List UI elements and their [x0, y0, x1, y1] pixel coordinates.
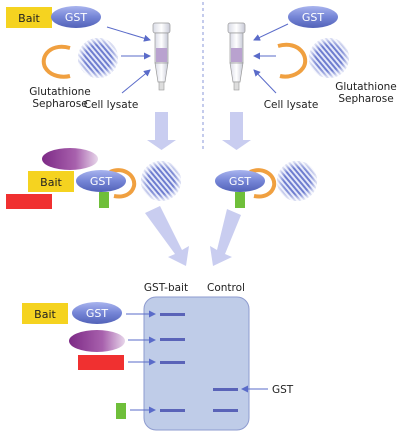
green-protein — [116, 403, 126, 419]
gst-tag-label: GST — [302, 11, 325, 24]
gst-tag-label: GST — [90, 175, 113, 188]
interacting-protein — [69, 330, 125, 352]
gst-tag-label: GST — [229, 175, 252, 188]
left-diagonal-arrow — [145, 206, 189, 266]
gst-tag — [76, 170, 126, 192]
glutathione-arc — [41, 44, 71, 79]
left-down-arrow — [147, 112, 176, 150]
top-right-gst: GST — [288, 6, 338, 28]
green-protein — [99, 192, 109, 208]
right-arrow-lysate — [253, 69, 277, 94]
band-bait — [160, 313, 185, 316]
left-arrow-gst — [106, 26, 151, 42]
band-green-protein — [160, 409, 185, 412]
glutathione-arc — [249, 168, 277, 199]
resin-label-line1: Glutathione — [335, 81, 397, 93]
right-down-arrow — [222, 112, 251, 150]
gst-tag-label: GST — [86, 307, 109, 320]
top-left-resin: Glutathione Sepharose — [29, 38, 118, 110]
band-interactor — [160, 338, 185, 341]
bound-complex-left: Bait GST — [6, 148, 181, 209]
resin-label-line2: Sepharose — [32, 98, 87, 110]
top-right-resin: Glutathione Sepharose — [277, 38, 397, 105]
lane-label-gst-bait: GST-bait — [144, 282, 188, 294]
process-arrows — [145, 112, 251, 266]
right-spin-column — [227, 22, 246, 91]
bait-tag-label: Bait — [40, 176, 62, 189]
resin-label-line2: Sepharose — [338, 93, 393, 105]
resin-label-line1: Glutathione — [29, 86, 91, 98]
left-arrow-lysate — [121, 69, 151, 94]
gst-tag — [288, 6, 338, 28]
interacting-protein — [42, 148, 98, 170]
right-diagonal-arrow — [210, 209, 241, 266]
gel-legend: Bait GST — [22, 302, 156, 419]
band-control-gst — [213, 388, 238, 391]
bait-tag — [28, 171, 74, 192]
sds-page-gel: GST-bait Control GST — [143, 282, 294, 431]
gst-band-label: GST — [272, 384, 294, 396]
top-left-bait-gst: Bait GST — [6, 6, 101, 28]
glutathione-arc — [109, 168, 137, 199]
left-spin-column — [152, 22, 171, 91]
gst-tag-label: GST — [65, 11, 88, 24]
band-red-protein — [160, 361, 185, 364]
left-lysate-label: Cell lysate — [84, 99, 139, 111]
gst-tag — [215, 170, 265, 192]
right-lysate-label: Cell lysate — [264, 99, 319, 111]
bait-tag — [22, 303, 68, 324]
glutathione-arc — [277, 42, 308, 79]
red-protein — [6, 194, 52, 209]
lane-label-control: Control — [207, 282, 245, 294]
gst-tag — [72, 302, 122, 324]
bait-tag — [6, 7, 52, 28]
band-control-green — [213, 409, 238, 412]
gst-tag — [51, 6, 101, 28]
red-protein — [78, 355, 124, 370]
bait-tag-label: Bait — [34, 308, 56, 321]
gel-slab — [143, 296, 250, 431]
green-protein — [235, 192, 245, 208]
bait-tag-label: Bait — [18, 12, 40, 25]
right-arrow-gst — [253, 23, 289, 41]
bound-complex-right: GST — [215, 161, 317, 208]
